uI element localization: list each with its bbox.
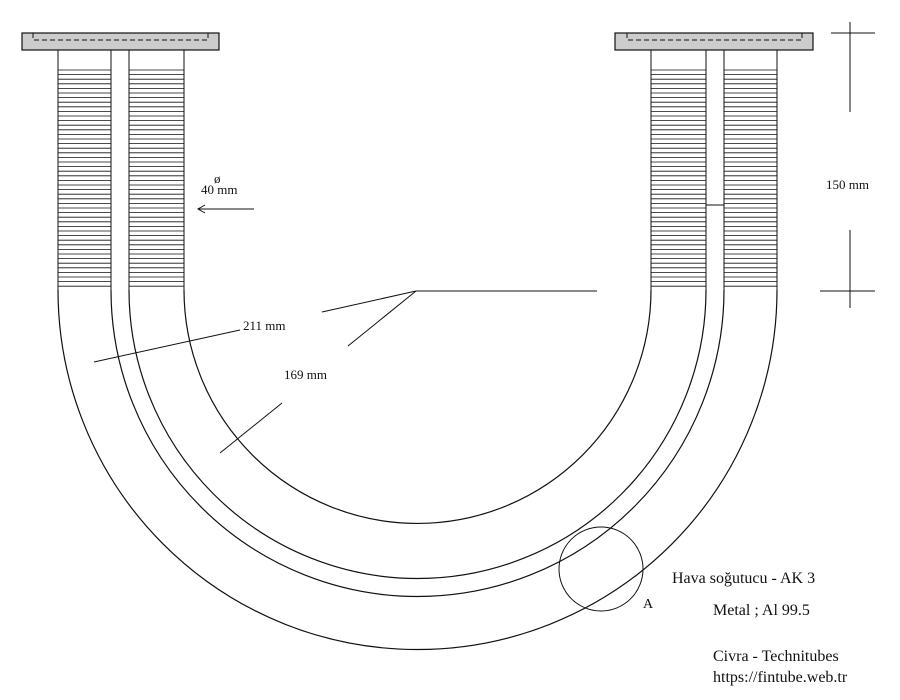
bend-inner-arc [183, 289, 652, 525]
bend-mid-outer-arc [110, 289, 725, 598]
left-tube-legs [57, 50, 185, 290]
diameter-arrow [196, 204, 254, 214]
length-label: 150 mm [826, 177, 869, 192]
inner-radius-label: 169 mm [284, 367, 327, 382]
maker-name: Civra - Technitubes [713, 648, 839, 665]
bend-outer-arc [57, 289, 778, 651]
fin-hatching [58, 69, 777, 287]
detail-label: A [643, 597, 654, 612]
length-dimension [820, 22, 875, 308]
outer-radius-label: 211 mm [243, 318, 286, 333]
product-name: Hava soğutucu - AK 3 [672, 570, 815, 587]
website-url: https://fintube.web.tr [713, 669, 848, 686]
left-flange [21, 32, 220, 51]
bend-mid-inner-arc [128, 289, 707, 580]
tube-diameter-label: 40 mm [201, 182, 237, 197]
right-flange [614, 32, 814, 51]
u-bend [57, 289, 778, 651]
detail-a-circle [558, 526, 644, 612]
diameter-symbol: ø [214, 171, 221, 186]
material-spec: Metal ; Al 99.5 [713, 602, 810, 619]
radius-dimensions [93, 290, 597, 454]
right-tube-legs [650, 50, 778, 290]
